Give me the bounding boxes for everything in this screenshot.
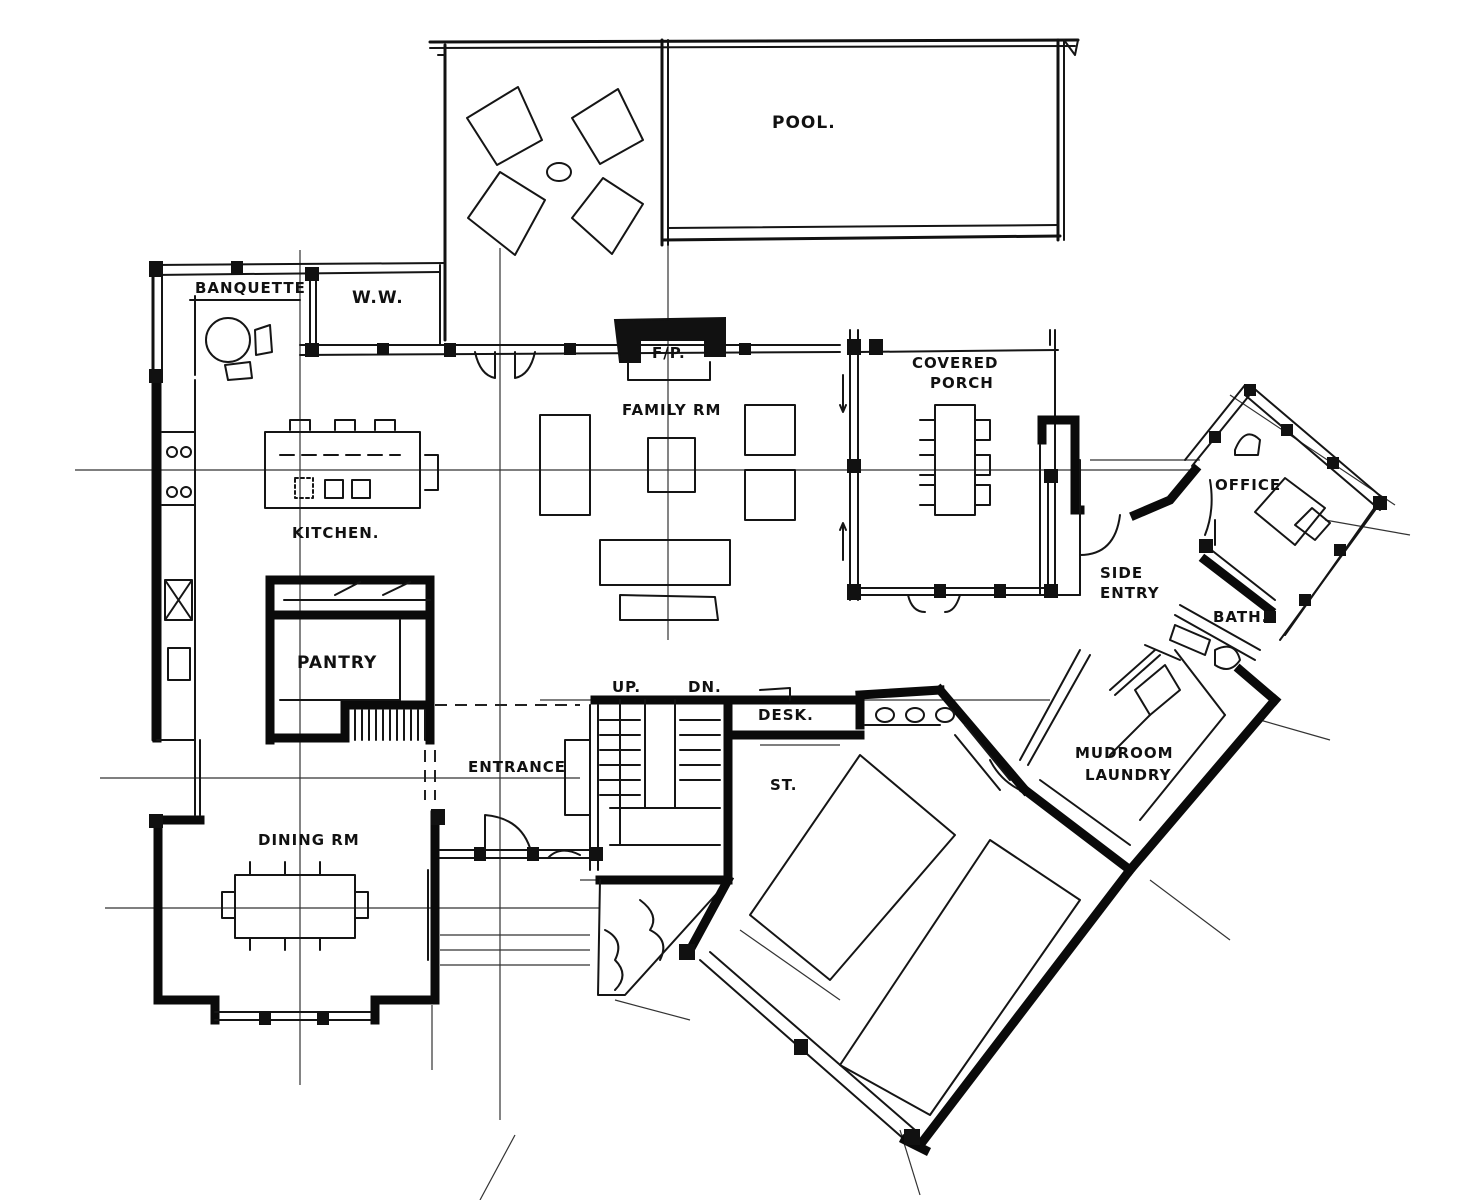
- stair-up-label: UP.: [612, 678, 641, 696]
- pool-label: POOL.: [772, 113, 836, 133]
- exterior-walls: [151, 262, 1386, 1157]
- fireplace-label: F/P.: [652, 344, 686, 362]
- side-entry-label-line1: SIDE: [1100, 564, 1143, 582]
- ww-label: W.W.: [352, 288, 404, 308]
- wall-joints: [149, 261, 1387, 1145]
- laundry-label-line2: LAUNDRY: [1085, 766, 1172, 784]
- bath-label: BATH.: [1213, 608, 1268, 626]
- covered-porch-label-line2: PORCH: [930, 374, 994, 392]
- banquette-label: BANQUETTE: [195, 279, 306, 297]
- office-label: OFFICE: [1215, 476, 1281, 494]
- kitchen-label: KITCHEN.: [292, 524, 380, 542]
- door-swings: [474, 351, 961, 859]
- mudroom-label-line1: MUDROOM: [1075, 744, 1174, 762]
- family-rm-label: FAMILY RM: [622, 401, 721, 419]
- side-entry-label-line2: ENTRY: [1100, 584, 1160, 602]
- furniture: [161, 295, 991, 951]
- stair-down-label: DN.: [688, 678, 722, 696]
- desk-label: DESK.: [758, 706, 814, 724]
- entrance-label: ENTRANCE: [468, 758, 566, 776]
- pool-area: [428, 38, 1080, 342]
- pantry-label: PANTRY: [297, 653, 377, 673]
- storage-label: ST.: [770, 776, 797, 794]
- covered-porch-label-line1: COVERED: [912, 354, 998, 372]
- construction-lines: [75, 40, 1411, 1200]
- dining-rm-label: DINING RM: [258, 831, 360, 849]
- room-labels: POOL. BANQUETTE W.W. F/P. FAMILY RM COVE…: [195, 113, 1281, 849]
